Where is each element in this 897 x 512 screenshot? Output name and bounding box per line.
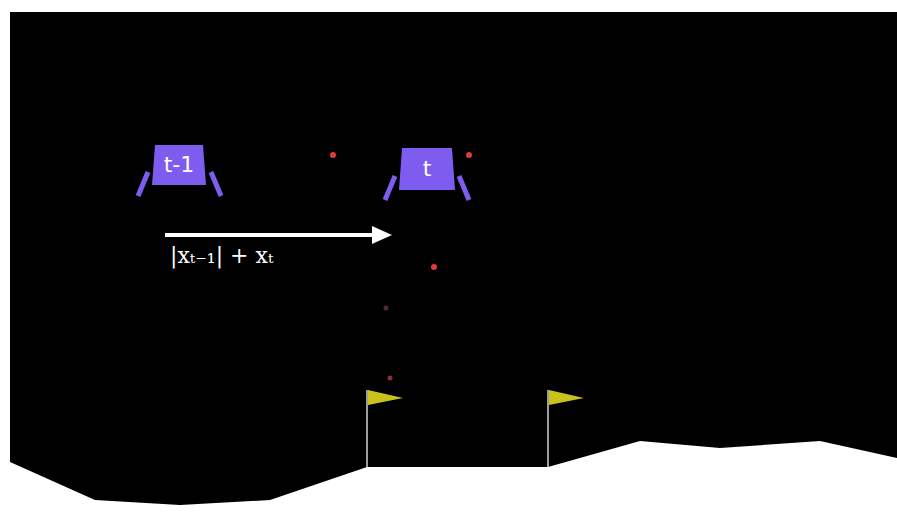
flag <box>549 390 584 405</box>
moon-terrain <box>10 441 897 512</box>
lander-leg <box>385 176 395 200</box>
lander-leg <box>211 172 221 196</box>
flag-pole <box>547 390 549 467</box>
flag-pole <box>366 390 368 467</box>
particle <box>384 306 389 311</box>
lander-leg <box>138 172 148 196</box>
lander-leg <box>459 176 469 200</box>
space-background <box>10 12 897 512</box>
lander-body: t <box>399 148 455 190</box>
displacement-arrow <box>165 233 376 237</box>
lander-label: t <box>423 158 432 180</box>
particle <box>466 152 472 158</box>
lander-body: t-1 <box>152 145 206 185</box>
lander-label: t-1 <box>164 154 195 176</box>
lander-hull <box>399 148 455 190</box>
formula-label: |xₜ₋₁| + xₜ <box>170 244 273 268</box>
particle <box>431 264 437 270</box>
particle <box>388 376 393 381</box>
arrow-head <box>372 226 392 244</box>
lander-hull <box>152 145 206 185</box>
particle <box>330 152 336 158</box>
flag <box>368 390 403 405</box>
